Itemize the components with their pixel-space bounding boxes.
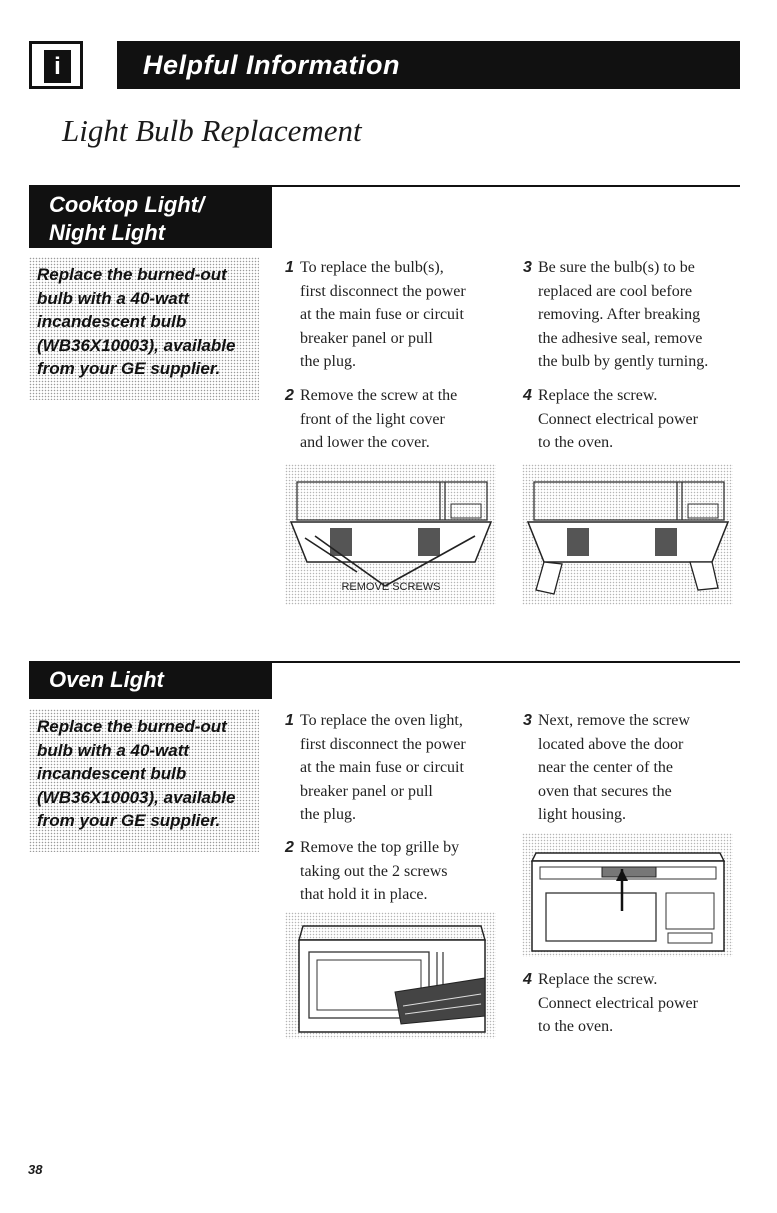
note-line: incandescent bulb xyxy=(37,312,187,331)
step-number: 4 xyxy=(523,387,532,404)
step-line: the adhesive seal, remove xyxy=(538,329,703,347)
step-number: 2 xyxy=(285,839,294,856)
step-line: To replace the oven light, xyxy=(300,712,463,729)
step-line: at the main fuse or circuit xyxy=(300,759,464,776)
step-line: front of the light cover xyxy=(300,410,445,428)
step-line: to the oven. xyxy=(538,1018,614,1035)
step-number: 1 xyxy=(285,259,294,276)
step-line: first disconnect the power xyxy=(300,735,466,753)
step-3: 3 Next, remove the screw located above t… xyxy=(523,709,753,827)
step-1: 1 To replace the oven light, first disco… xyxy=(285,709,505,827)
step-number: 3 xyxy=(523,712,532,729)
section-heading-line: Oven Light xyxy=(49,667,164,692)
step-line: to the oven. xyxy=(538,434,614,451)
step-number: 3 xyxy=(523,259,532,276)
section-heading-oven-light: Oven Light xyxy=(29,661,272,699)
step-line: and lower the cover. xyxy=(300,434,430,451)
step-3: 3 Be sure the bulb(s) to be replaced are… xyxy=(523,256,753,374)
step-2: 2 Remove the screw at the front of the l… xyxy=(285,384,505,455)
bulb-note: Replace the burned-out bulb with a 40-wa… xyxy=(29,257,259,400)
section-heading-cooktop-light: Cooktop Light/ Night Light xyxy=(29,185,272,248)
illustration-top-grille xyxy=(285,912,496,1039)
illustration-cover-lowered xyxy=(522,464,733,605)
step-line: the bulb by gently turning. xyxy=(538,353,709,370)
step-line: first disconnect the power xyxy=(300,282,466,300)
note-line: from your GE supplier. xyxy=(37,359,221,378)
header-bar: Helpful Information xyxy=(117,41,740,89)
step-line: located above the door xyxy=(538,735,684,753)
note-line: incandescent bulb xyxy=(37,764,187,783)
step-line: taking out the 2 screws xyxy=(300,862,448,880)
step-line: Be sure the bulb(s) to be xyxy=(538,259,695,276)
step-line: the plug. xyxy=(300,353,356,370)
step-line: light housing. xyxy=(538,806,627,823)
step-line: replaced are cool before xyxy=(538,282,693,300)
step-line: Next, remove the screw xyxy=(538,712,690,729)
step-number: 2 xyxy=(285,387,294,404)
step-number: 4 xyxy=(523,971,532,988)
step-line: the plug. xyxy=(300,806,356,823)
step-2: 2 Remove the top grille by taking out th… xyxy=(285,836,505,907)
illustration-caption: REMOVE SCREWS xyxy=(341,581,440,593)
step-line: near the center of the xyxy=(538,759,674,776)
page-title: Light Bulb Replacement xyxy=(62,113,362,148)
info-icon-glyph: i xyxy=(44,50,71,83)
page-number: 38 xyxy=(28,1162,43,1177)
illustration-remove-screws: REMOVE SCREWS xyxy=(285,464,496,605)
step-4: 4 Replace the screw. Connect electrical … xyxy=(523,384,753,455)
step-number: 1 xyxy=(285,712,294,729)
step-4: 4 Replace the screw. Connect electrical … xyxy=(523,968,753,1039)
info-icon: i xyxy=(29,41,83,89)
step-line: Remove the top grille by xyxy=(300,839,460,856)
step-line: Remove the screw at the xyxy=(300,387,458,404)
section-rule xyxy=(272,185,740,187)
step-line: that hold it in place. xyxy=(300,886,428,903)
step-line: Replace the screw. xyxy=(538,971,658,988)
note-line: Replace the burned-out xyxy=(37,265,227,284)
section-heading-line: Night Light xyxy=(49,220,166,245)
section-rule xyxy=(272,661,740,663)
step-line: Connect electrical power xyxy=(538,410,698,428)
header-title: Helpful Information xyxy=(143,50,400,80)
bulb-note: Replace the burned-out bulb with a 40-wa… xyxy=(29,709,259,852)
step-1: 1 To replace the bulb(s), first disconne… xyxy=(285,256,505,374)
step-line: Replace the screw. xyxy=(538,387,658,404)
note-line: bulb with a 40-watt xyxy=(37,288,190,308)
step-line: oven that secures the xyxy=(538,782,672,800)
note-line: from your GE supplier. xyxy=(37,811,221,830)
step-line: breaker panel or pull xyxy=(300,782,433,800)
illustration-light-housing xyxy=(522,833,733,957)
note-line: Replace the burned-out xyxy=(37,717,227,736)
note-line: (WB36X10003), available xyxy=(37,335,236,355)
note-line: (WB36X10003), available xyxy=(37,787,236,807)
note-line: bulb with a 40-watt xyxy=(37,740,190,760)
step-line: breaker panel or pull xyxy=(300,329,433,347)
step-line: at the main fuse or circuit xyxy=(300,306,464,323)
step-line: To replace the bulb(s), xyxy=(300,259,444,276)
section-heading-line: Cooktop Light/ xyxy=(49,192,205,217)
step-line: Connect electrical power xyxy=(538,994,698,1012)
step-line: removing. After breaking xyxy=(538,306,701,323)
